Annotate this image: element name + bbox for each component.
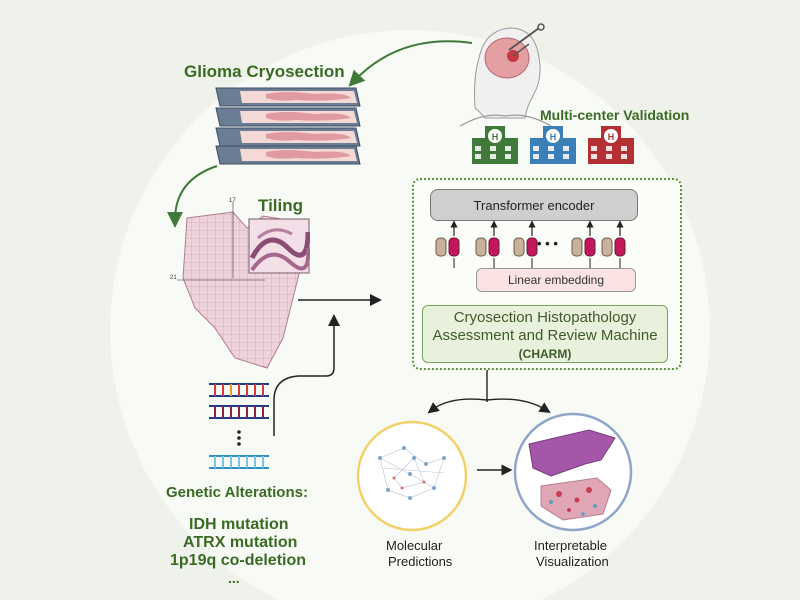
- token-pair: [435, 220, 460, 268]
- model-name-line: Assessment and Review Machine: [432, 327, 658, 344]
- transformer-encoder-block: Transformer encoder: [430, 189, 638, 221]
- genetic-item: IDH mutation: [189, 516, 289, 533]
- hospital-icon: H: [472, 126, 518, 164]
- dna-strand-2: [209, 405, 269, 419]
- molecular-network-icon: [356, 420, 468, 532]
- arrow-head-to-slides: [348, 40, 473, 87]
- dna-strands: [209, 383, 269, 469]
- embedding-label: Linear embedding: [507, 273, 605, 287]
- predictions-label: Predictions: [388, 554, 453, 569]
- slide-layer: [215, 145, 361, 165]
- vertical-ellipsis: [237, 430, 241, 446]
- token-pair: [601, 220, 626, 268]
- arrow-model-to-outputs: [427, 370, 551, 414]
- cryosection-title: Glioma Cryosection: [184, 62, 345, 81]
- svg-text:H: H: [492, 132, 499, 142]
- patient-head-illustration: [459, 27, 552, 127]
- model-abbreviation: (CHARM): [518, 347, 572, 361]
- token-pair: [571, 220, 596, 268]
- hospital-icon: H: [588, 126, 634, 164]
- svg-text:H: H: [608, 132, 615, 142]
- arrow-predictions-to-visualization: [477, 464, 513, 476]
- visualization-label: Interpretable: [534, 538, 607, 553]
- dna-strand-3: [209, 455, 269, 469]
- surgical-tool-icon: [508, 23, 545, 57]
- linear-embedding-block: Linear embedding: [476, 268, 636, 292]
- visualization-label: Visualization: [536, 554, 609, 569]
- dna-strand-1: [209, 383, 269, 397]
- genetic-heading: Genetic Alterations:: [166, 484, 308, 501]
- predictions-label: Molecular: [386, 538, 443, 553]
- tiling-title: Tiling: [258, 196, 304, 215]
- slide-layer: [215, 127, 361, 147]
- token-sequence: [435, 220, 626, 268]
- cryosection-slides: [215, 87, 361, 165]
- genetic-item: ATRX mutation: [183, 534, 298, 551]
- token-pair: [513, 220, 538, 268]
- slide-layer: [215, 107, 361, 127]
- model-name-box: Cryosection Histopathology Assessment an…: [422, 305, 668, 363]
- arrow-genetics-to-model: [273, 314, 340, 436]
- hospital-icon: H: [530, 126, 576, 164]
- arrow-slides-to-tiling: [167, 165, 218, 228]
- validation-title: Multi-center Validation: [540, 107, 690, 123]
- tile-axis-label-left: 21: [170, 275, 177, 281]
- token-pair: [475, 220, 500, 268]
- zoomed-tile: [248, 218, 310, 274]
- svg-text:H: H: [550, 132, 557, 142]
- heatmap-visualization: [513, 412, 633, 532]
- slide-layer: [215, 87, 361, 107]
- genetic-item: ...: [228, 570, 240, 586]
- encoder-label: Transformer encoder: [473, 197, 595, 213]
- genetic-item: 1p19q co-deletion: [170, 552, 307, 569]
- tile-axis-label-top: 17: [229, 198, 236, 204]
- arrow-tiling-to-model: [298, 294, 382, 306]
- model-name-line: Cryosection Histopathology: [453, 309, 637, 326]
- token-ellipsis: • • •: [537, 236, 558, 251]
